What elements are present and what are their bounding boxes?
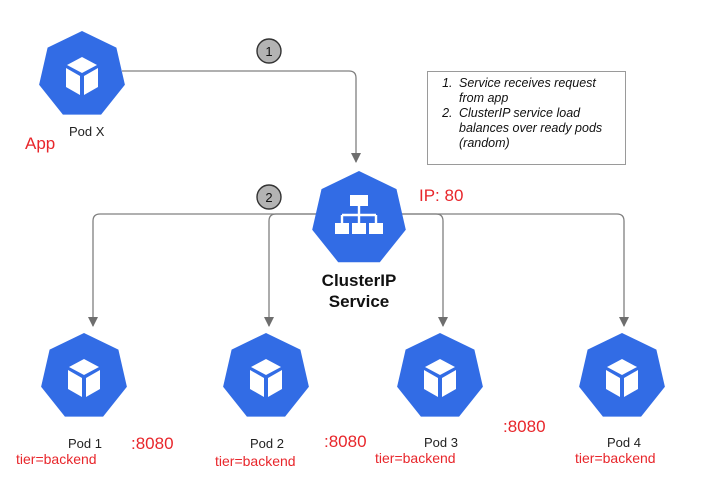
pod-2-name: Pod 2 [250, 436, 284, 451]
pod-x-icon [39, 31, 125, 115]
step-number: 1 [265, 44, 272, 59]
connector-service-to-pod-2 [264, 213, 318, 327]
pod-1-name: Pod 1 [68, 436, 102, 451]
pod-3-port-label: :8080 [503, 417, 546, 436]
notes-list: Service receives request from app Cluste… [434, 76, 619, 151]
pod-1-port-label: :8080 [131, 434, 174, 453]
clusterip-service-icon [312, 171, 406, 263]
pod-3-name: Pod 3 [424, 435, 458, 450]
step-badge-1: 1 [256, 38, 282, 64]
connector-app-to-service [122, 70, 361, 163]
note-item-1: Service receives request from app [456, 76, 619, 106]
pod-4-icon [579, 333, 665, 417]
app-role-label: App [25, 134, 56, 153]
pod-1-icon [41, 333, 127, 417]
connector-service-to-pod-4 [400, 213, 629, 327]
service-name-line-1: ClusterIP [321, 271, 397, 290]
step-number: 2 [265, 190, 272, 205]
step-badge-2: 2 [256, 184, 282, 210]
pod-2-icon [223, 333, 309, 417]
pod-1-tier-label: tier=backend [16, 451, 97, 467]
service-ip-label: IP: 80 [419, 186, 464, 205]
pod-2-port-label: :8080 [324, 432, 367, 451]
pod-x-name: Pod X [69, 124, 105, 139]
notes-box: Service receives request from app Cluste… [427, 71, 626, 165]
pod-3-icon [397, 333, 483, 417]
pod-4-name: Pod 4 [607, 435, 641, 450]
service-name: ClusterIP Service [309, 270, 409, 312]
connector-service-to-pod-1 [88, 213, 318, 327]
note-item-2: ClusterIP service load balances over rea… [456, 106, 619, 151]
pod-2-tier-label: tier=backend [215, 453, 296, 469]
pod-3-tier-label: tier=backend [375, 450, 456, 466]
service-name-line-2: Service [328, 292, 390, 311]
pod-4-tier-label: tier=backend [575, 450, 656, 466]
